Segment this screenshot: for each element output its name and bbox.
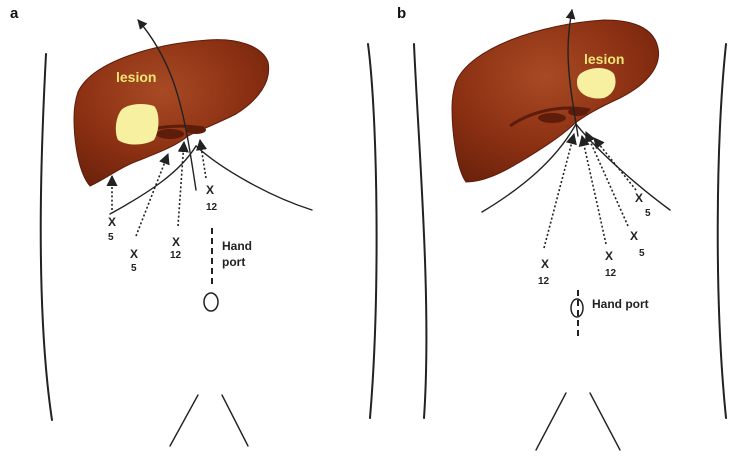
torso-right-edge-a [368, 44, 377, 418]
panel-letter-b: b [397, 5, 406, 22]
liver-a [74, 40, 269, 186]
port-size-a2: 5 [131, 263, 137, 274]
liver-vessel-a2 [186, 126, 206, 134]
hand-port-label-b: Hand port [592, 297, 649, 311]
port-size-a3: 12 [170, 250, 182, 261]
port-size-b2: 12 [605, 268, 617, 279]
torso-right-edge-b [718, 44, 726, 418]
hand-port-label-a-line2: port [222, 255, 245, 269]
port-arrow-b1 [544, 134, 574, 248]
port-x-b1: X [541, 257, 549, 271]
torso-left-edge-a [41, 54, 52, 420]
liver-b [452, 20, 659, 182]
hand-port-ring-a [204, 293, 218, 311]
port-x-a2: X [130, 247, 138, 261]
port-arrow-b3 [586, 132, 628, 226]
lesion-a [116, 104, 159, 145]
panel-b: b lesion X 12 X 12 X 5 X 5 Han [397, 5, 726, 450]
port-x-a1: X [108, 215, 116, 229]
torso-left-edge-b [414, 44, 426, 418]
port-x-b2: X [605, 249, 613, 263]
costal-margin-right-a [196, 146, 312, 210]
panel-letter-a: a [10, 5, 19, 22]
port-size-b3: 5 [639, 248, 645, 259]
groin-lines-a [170, 395, 248, 446]
port-arrow-a4 [200, 140, 206, 178]
groin-lines-b [536, 393, 620, 450]
port-arrow-a2 [136, 154, 168, 236]
port-arrow-a3 [178, 142, 184, 226]
port-x-a4: X [206, 183, 214, 197]
liver-vessel-b [538, 113, 566, 123]
hand-port-label-a-line1: Hand [222, 239, 252, 253]
lesion-label-b: lesion [584, 51, 624, 67]
port-size-b4: 5 [645, 208, 651, 219]
port-x-b4: X [635, 191, 643, 205]
liver-vessel-b2 [568, 108, 588, 116]
costal-margin-right-b [576, 124, 670, 210]
panel-a: a lesion X 5 X 5 X 12 X 12 Han [10, 5, 377, 446]
port-x-a3: X [172, 235, 180, 249]
port-size-b1: 12 [538, 276, 550, 287]
liver-vessel-a [156, 129, 184, 139]
port-size-a1: 5 [108, 232, 114, 243]
port-size-a4: 12 [206, 202, 218, 213]
port-x-b3: X [630, 229, 638, 243]
lesion-label-a: lesion [116, 69, 156, 85]
